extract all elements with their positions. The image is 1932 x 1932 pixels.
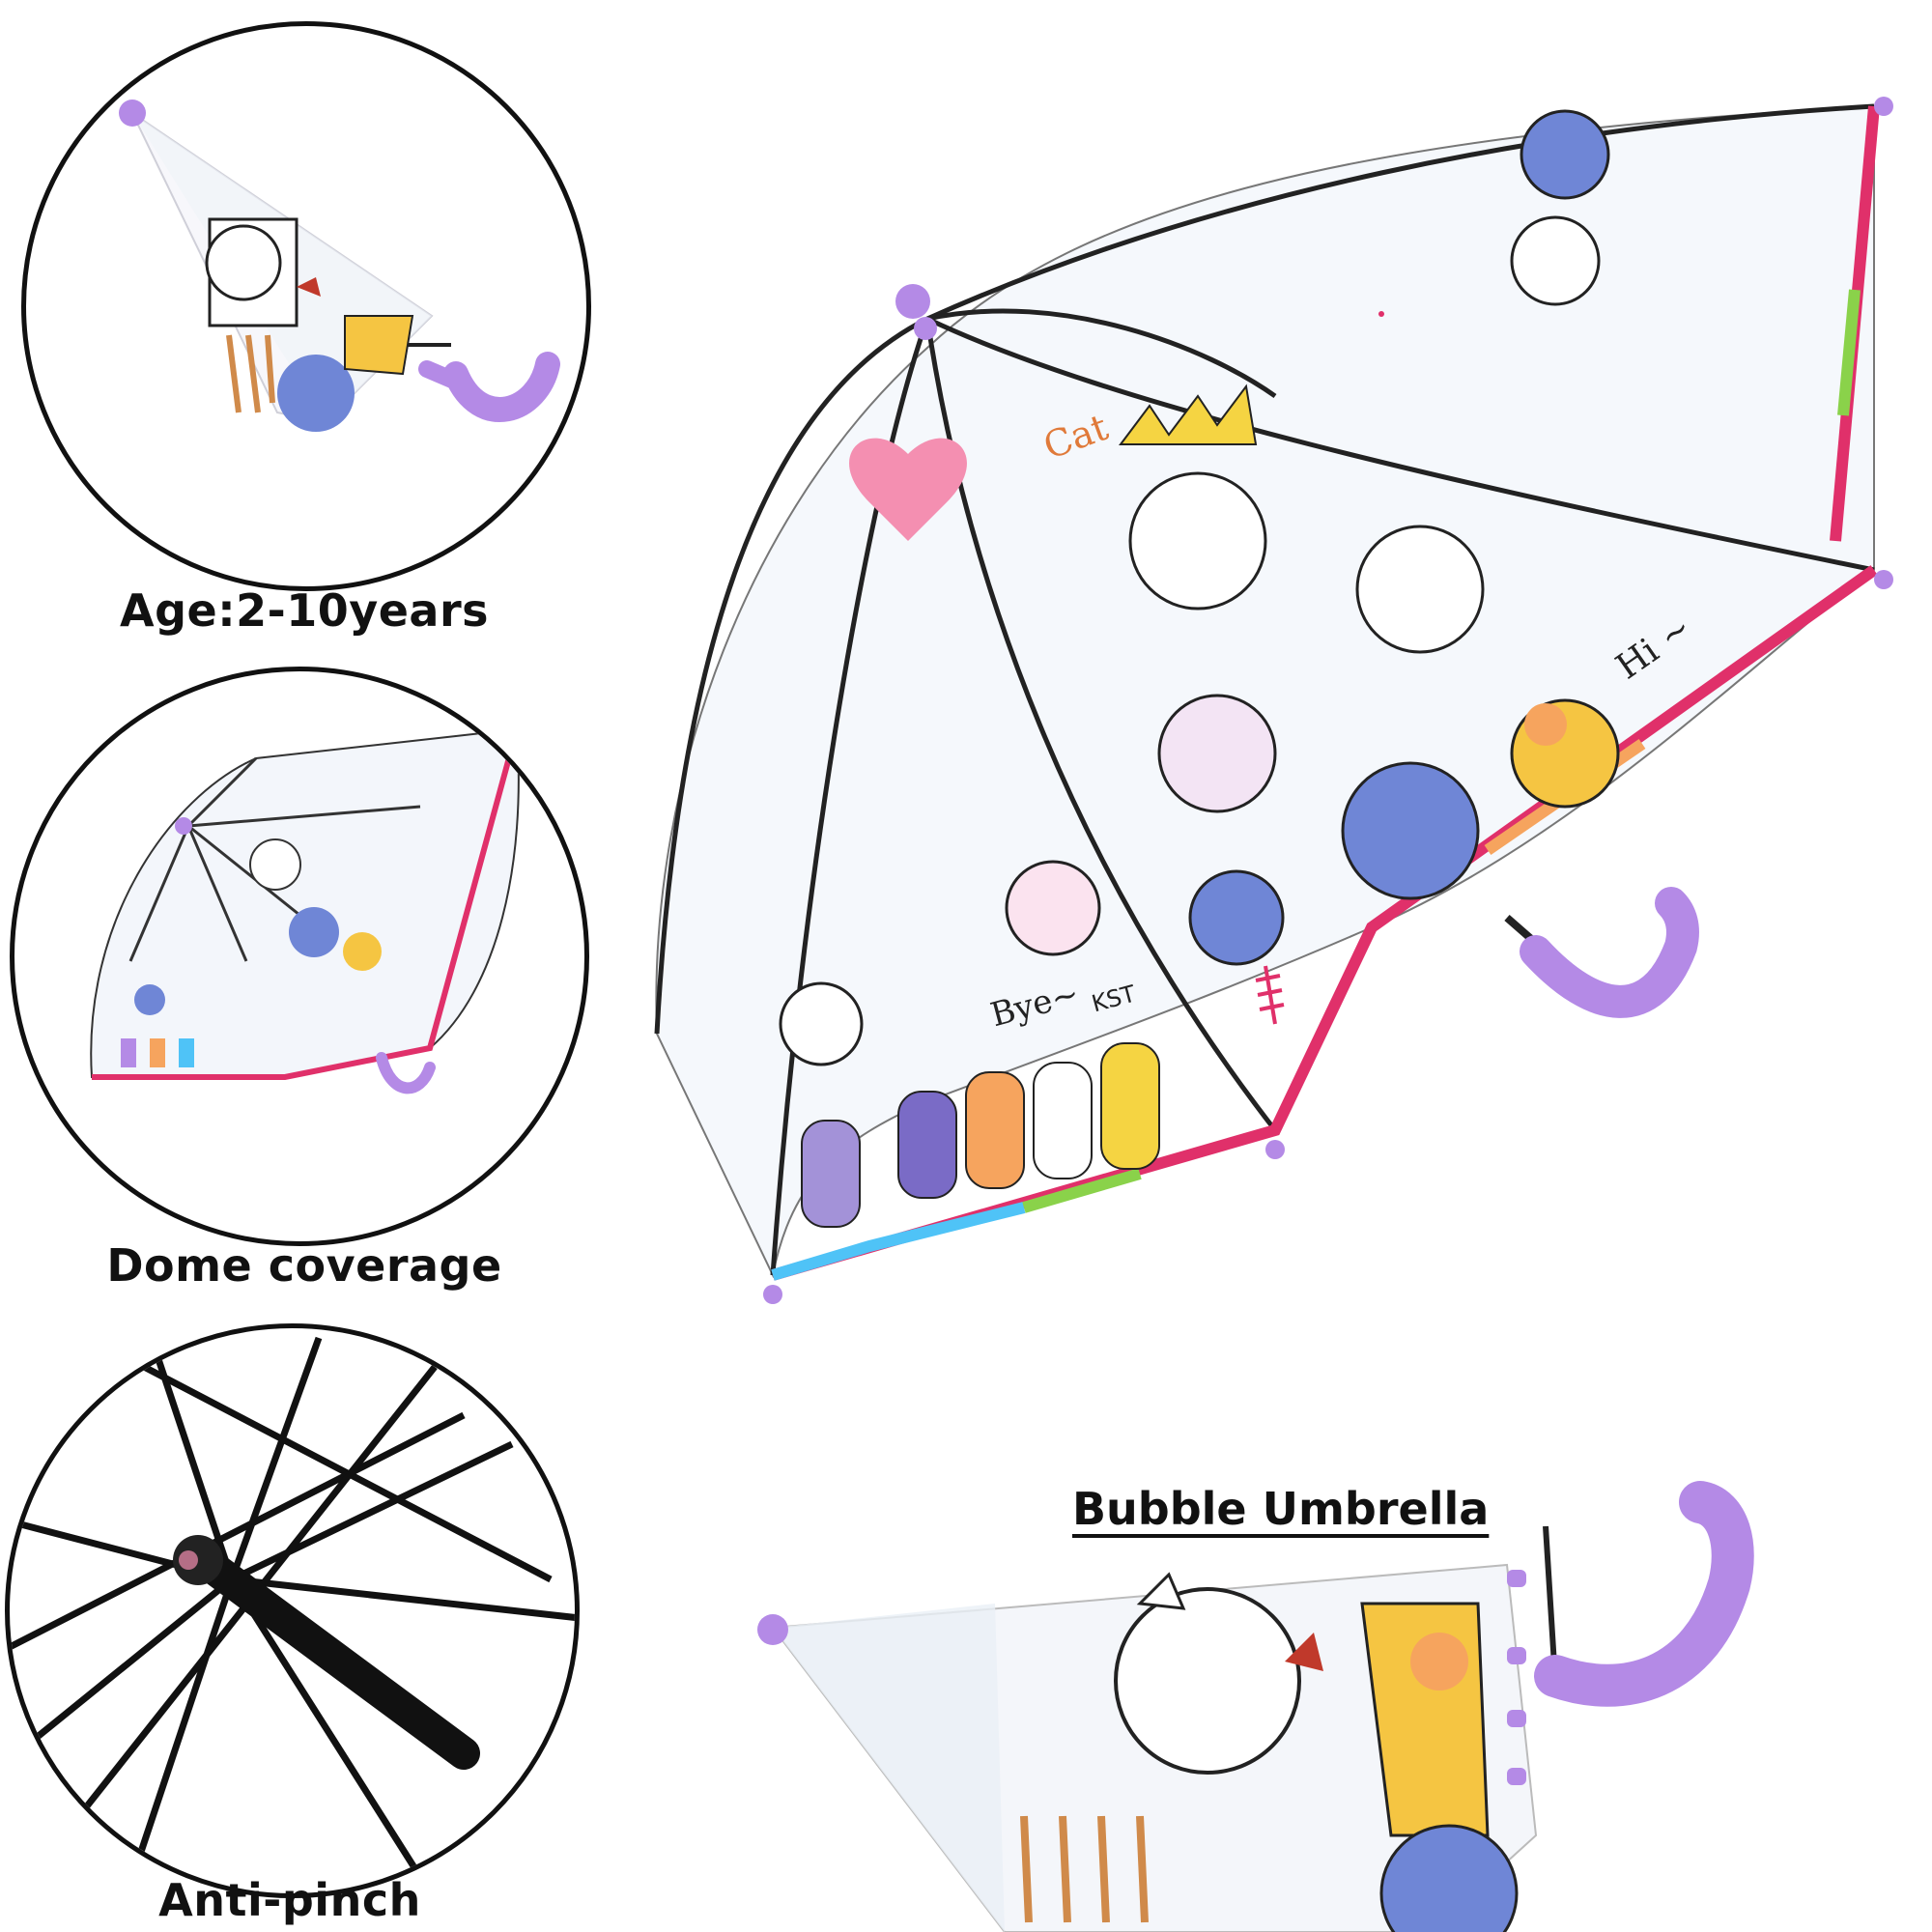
dome-umbrella-image	[90, 727, 520, 1094]
bubble-umbrella-title: Bubble Umbrella	[1072, 1483, 1490, 1535]
dome-caption: Dome coverage	[106, 1239, 502, 1292]
folded-umbrella-circle	[21, 21, 591, 591]
anti-pinch-circle	[5, 1323, 580, 1898]
rib-closeup-image	[10, 1336, 575, 1893]
anti-pinch-caption: Anti-pinch	[158, 1874, 421, 1926]
canopy-bye-text: Bye~	[986, 974, 1084, 1036]
dome-coverage-circle	[10, 667, 589, 1246]
canopy-kst-text: KST	[1089, 980, 1139, 1018]
canopy-hi-text: Hi ~	[1608, 608, 1699, 688]
canopy-cat-text: Cat	[1037, 405, 1114, 469]
age-caption: Age:2-10years	[119, 584, 490, 637]
folded-umbrella-image	[119, 99, 560, 432]
